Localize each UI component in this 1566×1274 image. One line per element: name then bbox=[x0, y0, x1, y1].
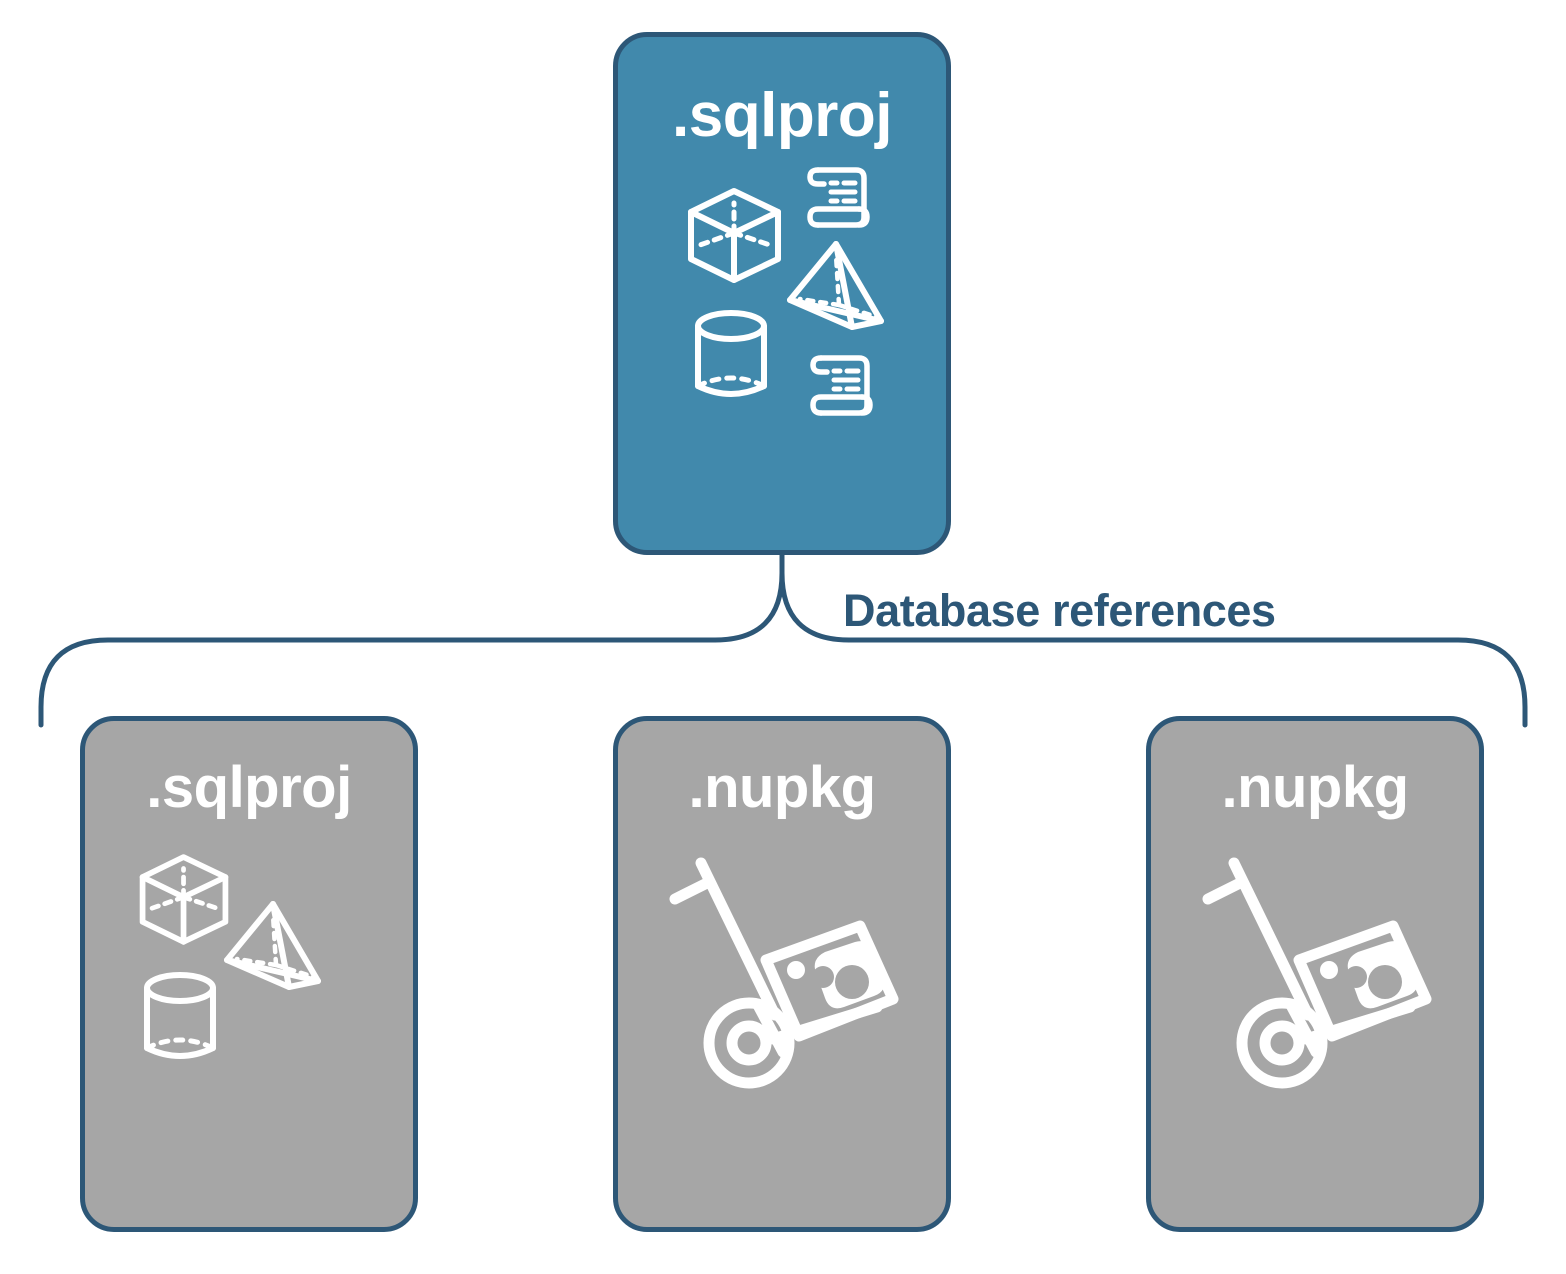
icon-group-package bbox=[647, 839, 917, 1109]
cube-icon bbox=[139, 854, 229, 945]
cube-icon bbox=[688, 188, 781, 283]
card-nupkg-reference-1[interactable]: .nupkg bbox=[613, 716, 951, 1232]
card-title: .nupkg bbox=[1221, 755, 1409, 820]
hand-truck-package-icon bbox=[1202, 857, 1432, 1089]
cylinder-icon bbox=[144, 972, 216, 1059]
database-references-brace bbox=[38, 552, 1528, 728]
database-references-label: Database references bbox=[843, 585, 1276, 636]
icon-group-database-objects bbox=[682, 157, 884, 422]
hand-truck-package-icon bbox=[669, 857, 899, 1089]
cylinder-icon bbox=[695, 310, 767, 397]
card-sqlproj-primary[interactable]: .sqlproj bbox=[613, 32, 951, 555]
pyramid-icon bbox=[224, 901, 321, 990]
icon-group-package bbox=[1180, 839, 1450, 1109]
card-title: .nupkg bbox=[688, 755, 876, 820]
card-title: .sqlproj bbox=[672, 81, 892, 150]
card-sqlproj-reference[interactable]: .sqlproj bbox=[80, 716, 418, 1232]
card-nupkg-reference-2[interactable]: .nupkg bbox=[1146, 716, 1484, 1232]
icon-group-database-objects bbox=[114, 839, 384, 1109]
script-icon bbox=[810, 355, 873, 416]
card-title: .sqlproj bbox=[146, 755, 352, 820]
script-icon bbox=[807, 167, 870, 228]
pyramid-icon bbox=[787, 241, 884, 330]
